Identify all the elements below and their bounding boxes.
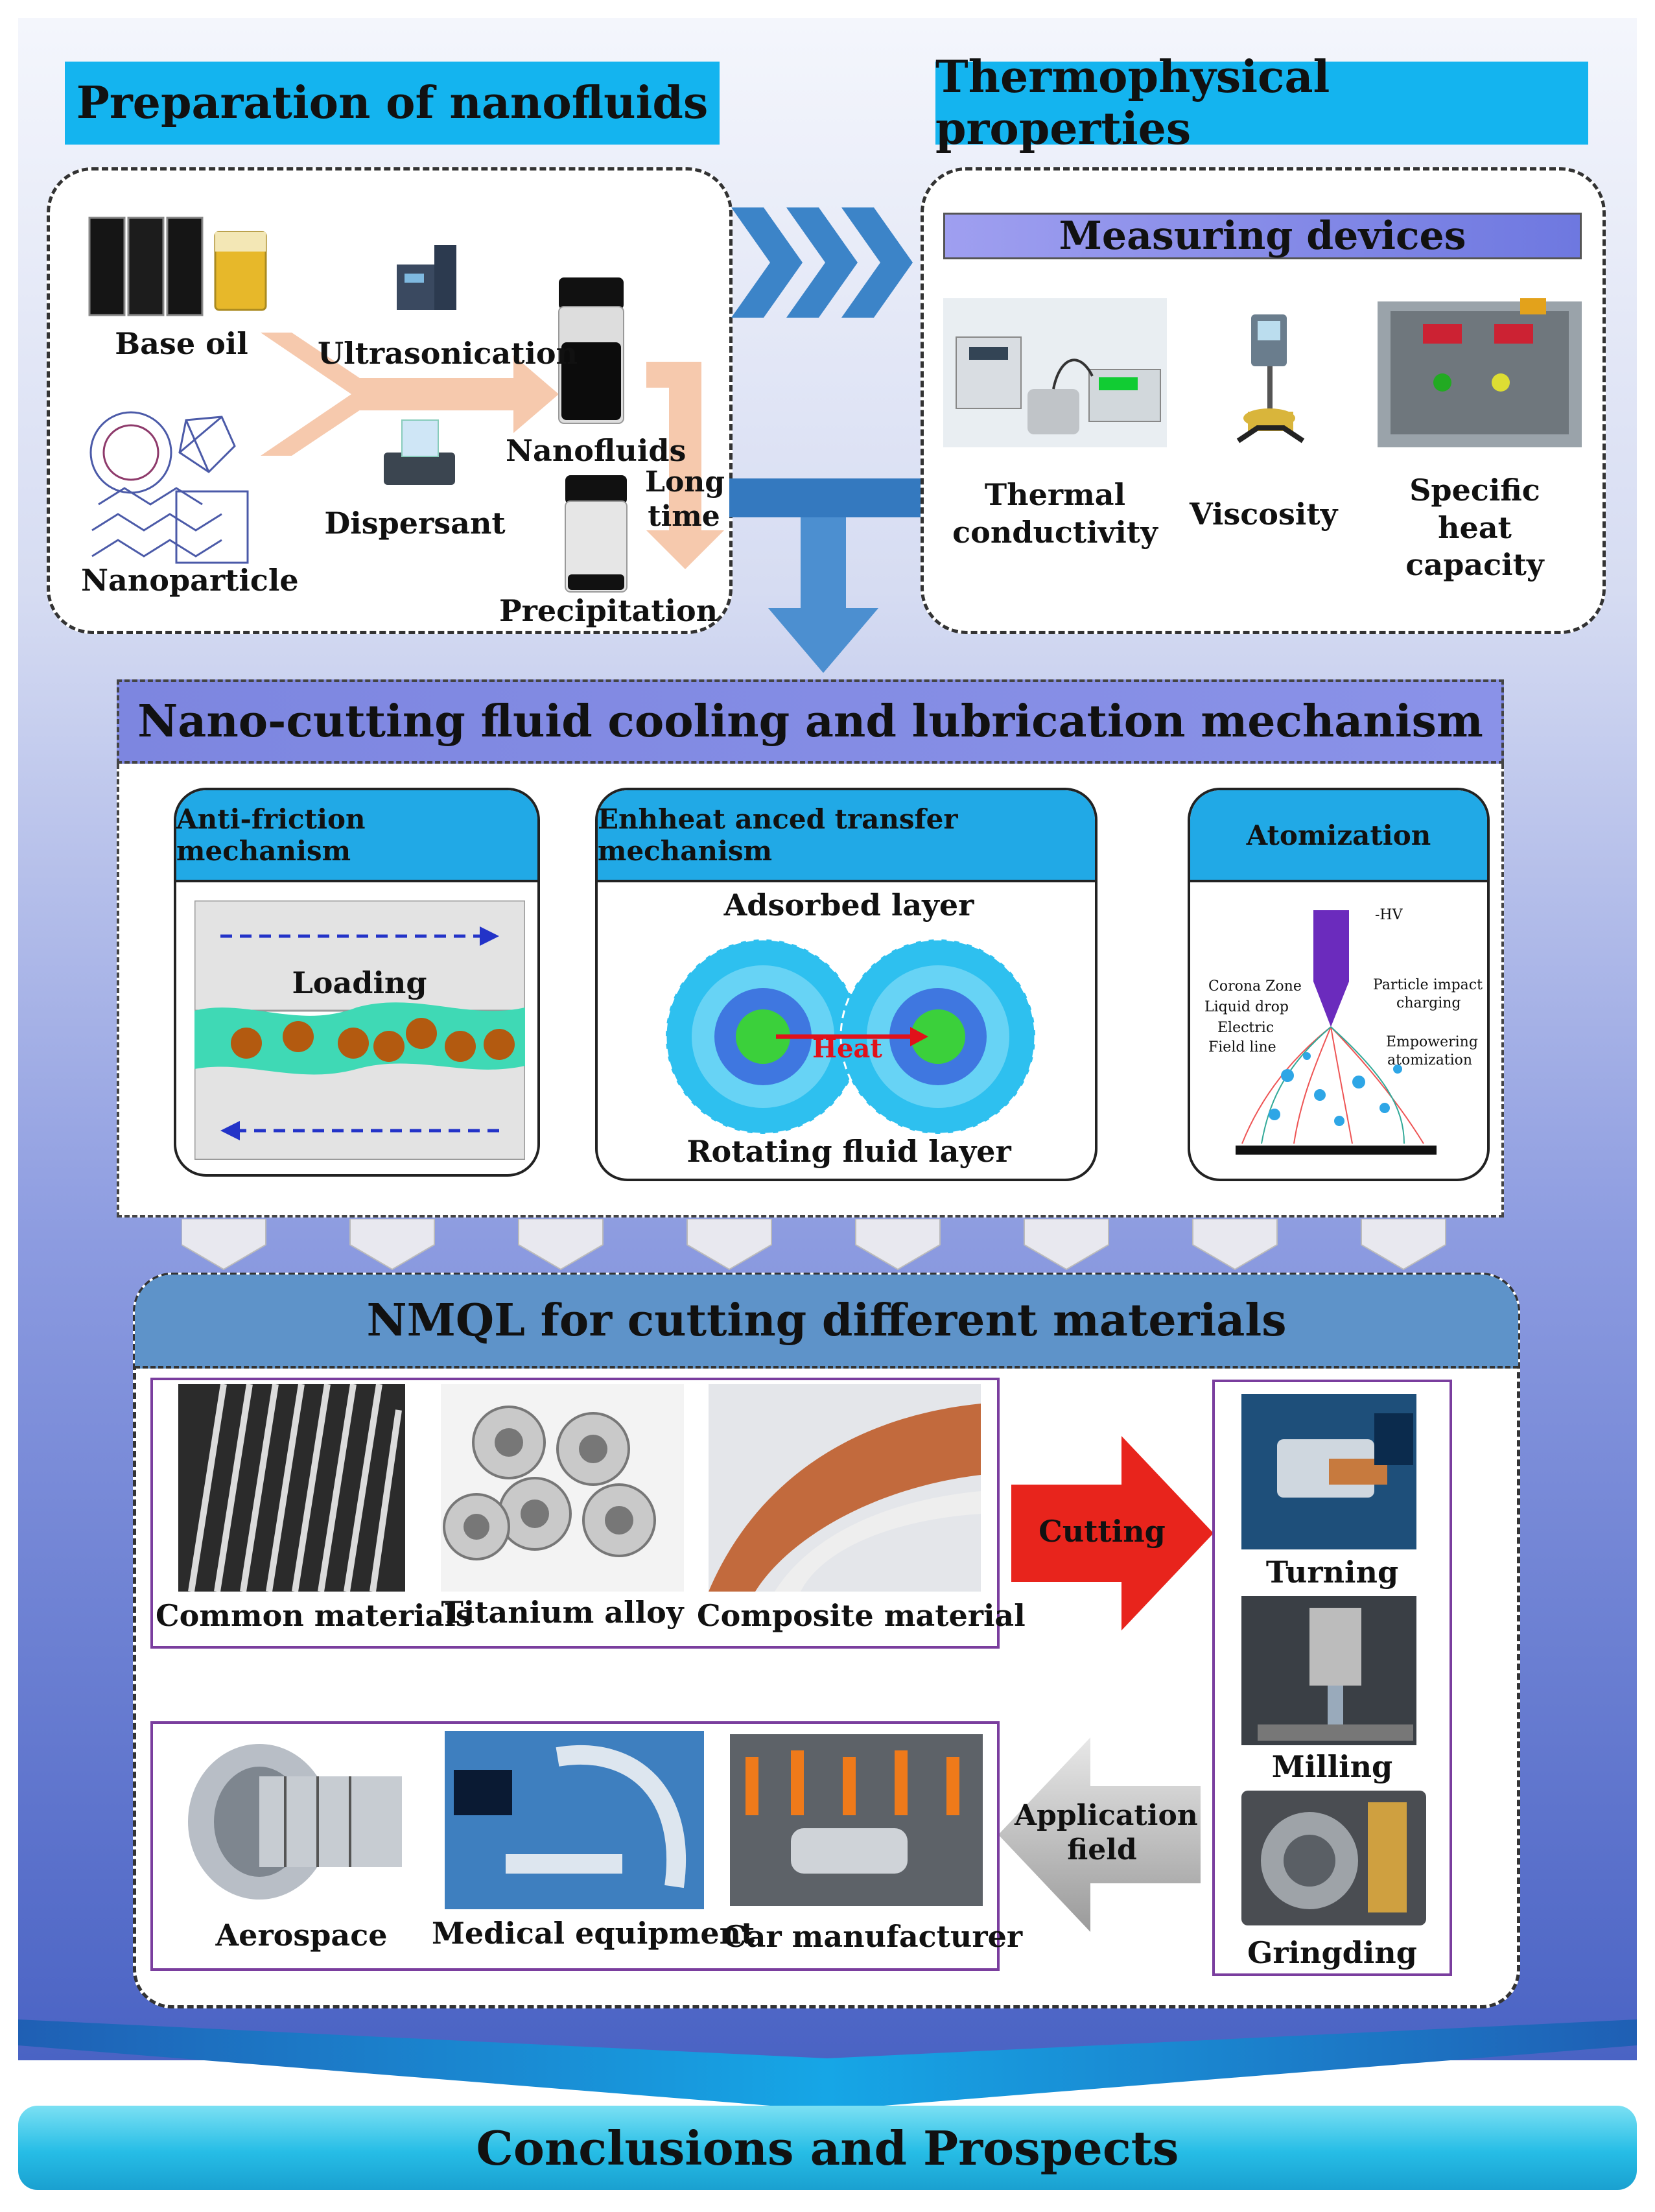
heat-transfer-card: Enhheat anced transfer mechanism Adsorbe… bbox=[595, 788, 1097, 1181]
titanium-alloy-label: Titanium alloy bbox=[441, 1595, 684, 1630]
specific-heat-device bbox=[1378, 298, 1582, 447]
nanofluids-label: Nanofluids bbox=[506, 433, 687, 468]
application-arrow bbox=[998, 1737, 1201, 1932]
mechanism-title: Nano-cutting fluid cooling and lubricati… bbox=[117, 679, 1504, 764]
composite-material-label: Composite material bbox=[697, 1598, 1026, 1633]
conclusion-bar: Conclusions and Prospects bbox=[18, 2106, 1637, 2190]
field-line-label: Field line bbox=[1208, 1039, 1276, 1055]
t-down-arrow bbox=[729, 478, 924, 673]
grinding-image bbox=[1241, 1791, 1426, 1925]
long-time-label: Long time bbox=[645, 465, 725, 533]
heat-transfer-title: Enhheat anced transfer mechanism bbox=[598, 790, 1095, 882]
thermo-title: Thermophysical properties bbox=[935, 51, 1588, 155]
cutting-label: Cutting bbox=[1039, 1514, 1166, 1549]
heat-transfer-diagram bbox=[664, 938, 1037, 1135]
atomization-small-label: atomization bbox=[1387, 1052, 1473, 1068]
car-manufacturer-label: Car manufacturer bbox=[723, 1919, 1023, 1954]
nmql-title: NMQL for cutting different materials bbox=[135, 1275, 1518, 1369]
long-time-arrow bbox=[646, 362, 724, 569]
ultrasonication-label: Ultrasonication bbox=[318, 336, 578, 371]
materials-box bbox=[150, 1378, 1000, 1649]
thermal-device bbox=[943, 298, 1167, 447]
viscosity-label: Viscosity bbox=[1190, 497, 1338, 532]
atomization-diagram bbox=[1236, 910, 1437, 1155]
atomization-card: Atomization -HV Corona Zone Liquid drop … bbox=[1188, 788, 1490, 1181]
processes-box bbox=[1212, 1380, 1452, 1976]
precipitation-vial bbox=[565, 475, 628, 593]
atomization-title: Atomization bbox=[1190, 790, 1487, 882]
base-oil-jars bbox=[88, 217, 267, 316]
measuring-devices-title: Measuring devices bbox=[943, 213, 1582, 259]
dispersant-label: Dispersant bbox=[324, 506, 506, 541]
turning-image bbox=[1241, 1394, 1416, 1549]
adsorbed-layer-label: Adsorbed layer bbox=[723, 888, 974, 923]
hv-label: -HV bbox=[1375, 907, 1403, 923]
nanoparticle-label: Nanoparticle bbox=[81, 563, 299, 598]
turning-label: Turning bbox=[1265, 1555, 1399, 1590]
chevron-arrows bbox=[731, 207, 913, 318]
grinding-label: Gringding bbox=[1247, 1935, 1417, 1970]
aerospace-label: Aerospace bbox=[215, 1918, 388, 1953]
process-images bbox=[1241, 1394, 1426, 1925]
ultrasonicator-icon bbox=[397, 245, 456, 310]
anti-friction-title: Anti-friction mechanism bbox=[176, 790, 537, 882]
thermal-conductivity-label: Thermal conductivity bbox=[952, 477, 1158, 550]
milling-label: Milling bbox=[1271, 1749, 1393, 1784]
corona-zone-label: Corona Zone bbox=[1208, 978, 1302, 994]
aerospace-image bbox=[169, 1731, 434, 1909]
charging-label: charging bbox=[1396, 995, 1461, 1011]
bottom-chevron bbox=[18, 2019, 1637, 2110]
anti-friction-card: Anti-friction mechanism Loading bbox=[174, 788, 540, 1177]
nanofluid-vial bbox=[558, 277, 624, 424]
precipitation-label: Precipitation bbox=[499, 593, 718, 628]
medical-equipment-label: Medical equipment bbox=[432, 1916, 755, 1951]
car-manufacturer-image bbox=[730, 1734, 983, 1906]
composite-material-image bbox=[709, 1384, 981, 1592]
medical-equipment-image bbox=[445, 1731, 704, 1909]
measuring-device-images bbox=[943, 298, 1582, 447]
cutting-arrow bbox=[1011, 1436, 1214, 1630]
empowering-label: Empowering bbox=[1386, 1034, 1478, 1050]
anti-friction-diagram bbox=[194, 900, 525, 1160]
particle-impact-label: Particle impact bbox=[1373, 977, 1483, 993]
application-label: Application field bbox=[1015, 1799, 1198, 1866]
dispersant-icon bbox=[384, 419, 455, 485]
nanoparticle-structures bbox=[89, 411, 249, 564]
base-oil-label: Base oil bbox=[115, 326, 248, 361]
specific-heat-label: Specific heat capacity bbox=[1405, 473, 1544, 582]
connector-arrows bbox=[182, 1219, 1446, 1271]
merge-arrow bbox=[261, 333, 559, 456]
loading-label: Loading bbox=[292, 965, 427, 1000]
rotating-layer-label: Rotating fluid layer bbox=[687, 1134, 1011, 1169]
liquid-drop-label: Liquid drop bbox=[1204, 999, 1289, 1015]
viscometer bbox=[1236, 314, 1305, 443]
milling-image bbox=[1241, 1596, 1416, 1745]
heat-label: Heat bbox=[812, 1033, 882, 1064]
prep-illustration bbox=[88, 217, 724, 593]
applications-box bbox=[150, 1721, 1000, 1971]
application-images bbox=[169, 1731, 983, 1909]
electric-label: Electric bbox=[1217, 1020, 1274, 1036]
materials-images bbox=[178, 1384, 981, 1592]
common-materials-image bbox=[178, 1384, 405, 1592]
titanium-alloy-image bbox=[441, 1384, 684, 1592]
prep-title: Preparation of nanofluids bbox=[65, 62, 720, 145]
common-materials-label: Common materials bbox=[156, 1598, 473, 1633]
